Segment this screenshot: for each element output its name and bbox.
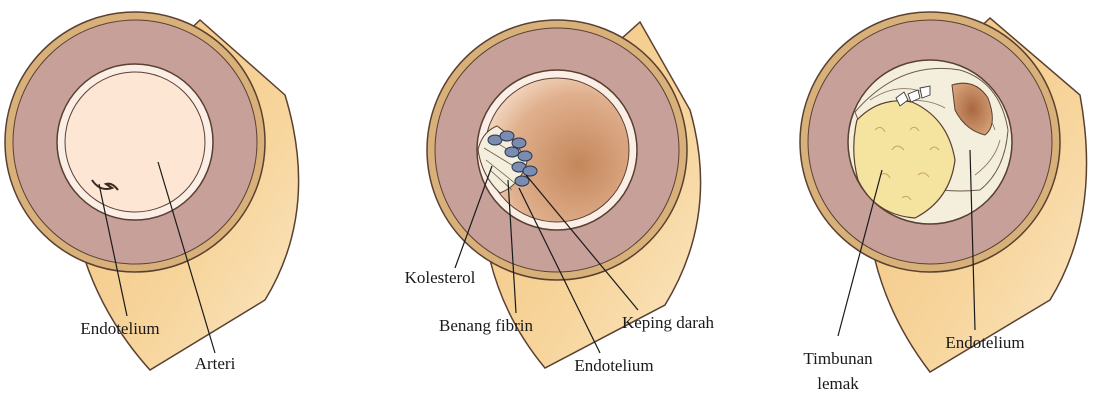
label-platelet: Keping darah [622,313,715,332]
platelet [515,176,529,186]
panel-blocked-artery: Timbunan lemak Endotelium [800,12,1087,393]
platelet [505,147,519,157]
platelet [523,166,537,176]
artery-lumen [65,72,205,212]
platelet [512,138,526,148]
panel-normal-artery: Endotelium Arteri [5,12,299,373]
label-artery: Arteri [195,354,236,373]
panel-plaque-forming: Kolesterol Benang fibrin Keping darah En… [405,20,715,375]
label-endothelium-3: Endotelium [945,333,1024,352]
label-fat-line1: Timbunan [803,349,873,368]
platelet [500,131,514,141]
label-fat-line2: lemak [817,374,859,393]
label-endothelium-2: Endotelium [574,356,653,375]
label-cholesterol: Kolesterol [405,268,476,287]
label-endothelium-1: Endotelium [80,319,159,338]
label-fibrin: Benang fibrin [439,316,533,335]
platelet [518,151,532,161]
